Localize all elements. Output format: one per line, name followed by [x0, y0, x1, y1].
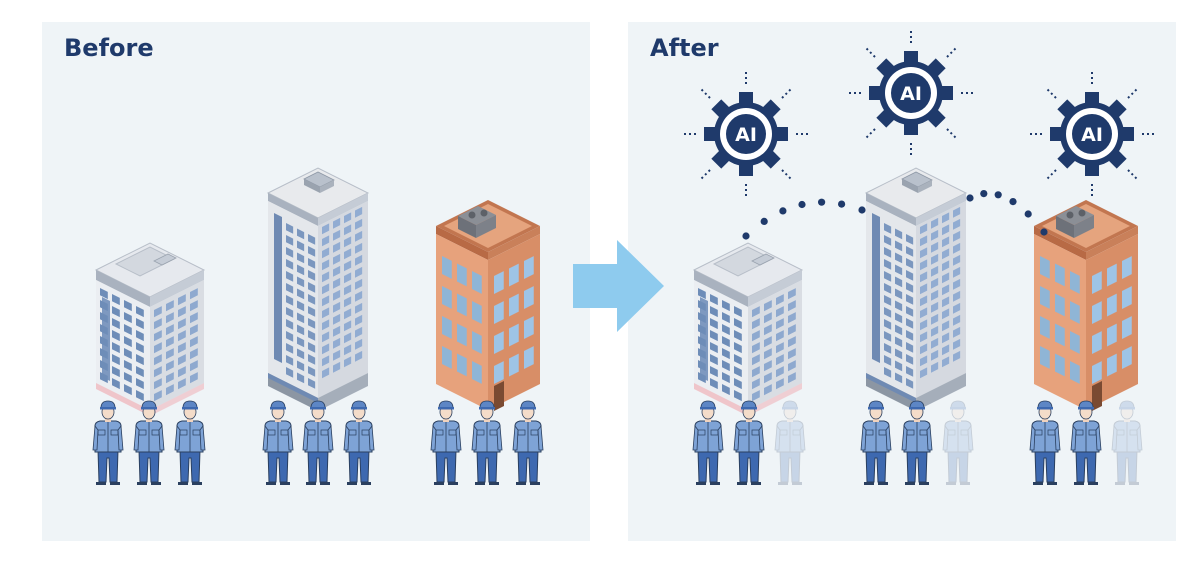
ai-gear-icon: AI: [683, 71, 809, 197]
worker-icon: [174, 400, 206, 486]
tower-building-icon: [865, 167, 967, 412]
after-title: After: [650, 34, 719, 62]
worker-icon: [430, 400, 462, 486]
connection-dot: [838, 200, 846, 208]
connection-dot: [980, 190, 988, 198]
ai-label: AI: [735, 124, 757, 146]
worker-icon-removed: [774, 400, 806, 486]
worker-icon-removed: [942, 400, 974, 486]
connection-dot: [994, 191, 1002, 199]
connection-dot: [798, 200, 806, 209]
worker-icon: [262, 400, 294, 486]
connection-dot: [742, 232, 750, 240]
arrow-right-icon: [573, 240, 664, 332]
ai-gear-icon: AI: [1029, 71, 1155, 197]
connection-dot: [858, 206, 866, 214]
connection-dot: [1009, 198, 1017, 206]
connection-dot: [760, 217, 768, 225]
worker-icon: [512, 400, 544, 486]
ai-label: AI: [900, 83, 922, 105]
worker-icon: [1029, 400, 1061, 486]
office-building-icon: [693, 242, 803, 417]
ai-label: AI: [1081, 124, 1103, 146]
worker-icon: [471, 400, 503, 486]
brick-building-icon: [436, 200, 540, 411]
connection-dot: [818, 198, 826, 206]
office-building-icon: [95, 242, 205, 417]
worker-icon: [343, 400, 375, 486]
tower-building-icon: [267, 167, 369, 412]
worker-icon: [92, 400, 124, 486]
worker-icon: [302, 400, 334, 486]
worker-icon-removed: [1111, 400, 1143, 486]
ai-gear-icon: AI: [848, 30, 974, 156]
connection-dot: [779, 207, 787, 215]
worker-icon: [901, 400, 933, 486]
worker-icon: [692, 400, 724, 486]
before-title: Before: [64, 34, 154, 62]
worker-icon: [733, 400, 765, 486]
worker-icon: [133, 400, 165, 486]
ai-connection-line: [742, 190, 1048, 240]
connection-dot: [1024, 210, 1032, 218]
connection-dot: [966, 194, 974, 202]
brick-building-icon: [1034, 200, 1138, 411]
worker-icon: [1070, 400, 1102, 486]
worker-icon: [860, 400, 892, 486]
connection-dot: [1040, 228, 1048, 236]
